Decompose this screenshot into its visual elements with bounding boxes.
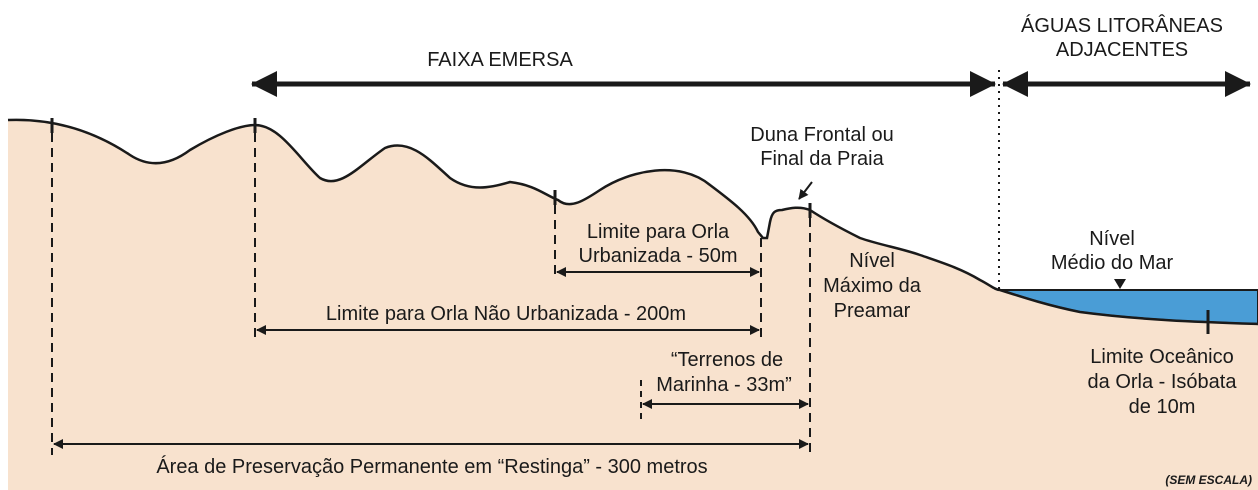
limite-oceanico-label-3: de 10m [1129,396,1196,418]
limite-oceanico-label-2: da Orla - Isóbata [1088,371,1238,393]
preamar-label-2: Máximo da [823,275,922,297]
aguas-litoraneas-label: ÁGUAS LITORÂNEAS [1021,14,1223,37]
nivel-medio-label-1: Nível [1089,228,1135,250]
duna-frontal-label: Duna Frontal ou [750,124,893,146]
orla-nao-urbanizada-label: Limite para Orla Não Urbanizada - 200m [326,303,686,325]
orla-urbanizada-label-2: Urbanizada - 50m [579,245,738,267]
nivel-medio-label-2: Médio do Mar [1051,252,1174,274]
sea-level-marker [1114,279,1126,289]
preamar-label-3: Preamar [834,300,911,322]
preamar-label-1: Nível [849,250,895,272]
sem-escala-note: (SEM ESCALA) [1165,473,1252,487]
terrenos-marinha-label-2: Marinha - 33m” [656,374,792,396]
land-profile [8,119,1258,490]
duna-pointer-arrow [798,181,813,200]
limite-oceanico-label-1: Limite Oceânico [1090,346,1233,368]
terrenos-marinha-label-1: “Terrenos de [671,349,783,371]
final-praia-label: Final da Praia [760,148,884,170]
orla-urbanizada-label-1: Limite para Orla [587,221,730,243]
adjacentes-label: ADJACENTES [1056,39,1188,61]
app-restinga-label: Área de Preservação Permanente em “Resti… [156,455,707,478]
faixa-emersa-label: FAIXA EMERSA [427,49,573,71]
